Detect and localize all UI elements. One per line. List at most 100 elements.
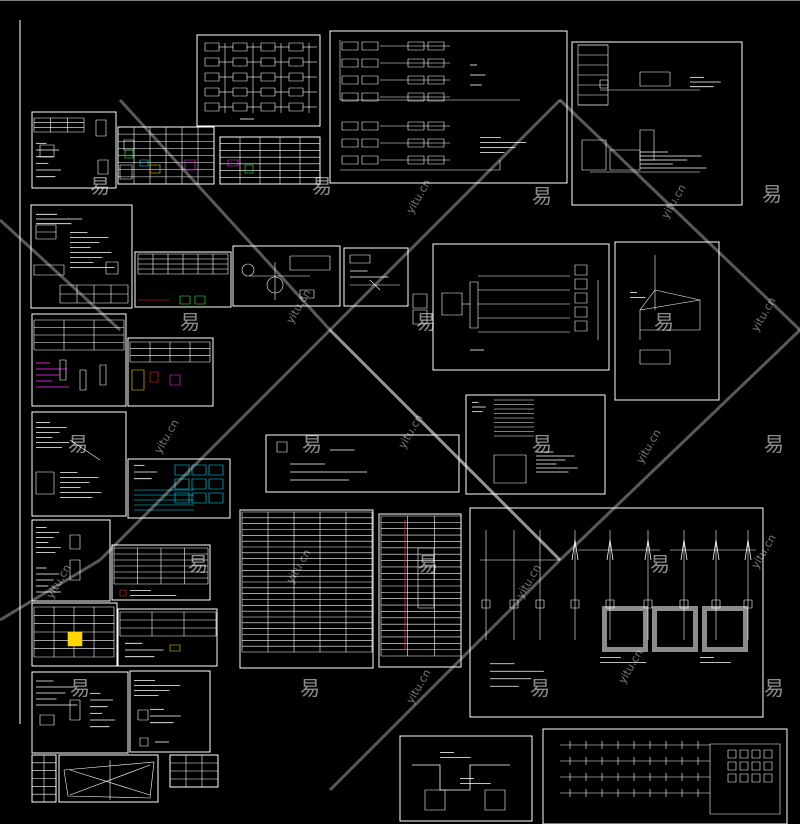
antenna-diagram	[615, 242, 719, 400]
symbol-box	[150, 372, 158, 382]
symbol-box	[40, 715, 54, 725]
symbol-box	[582, 140, 606, 170]
watermark-diagonals	[0, 100, 800, 790]
cad-line	[70, 440, 100, 460]
riser-symbol	[681, 540, 687, 560]
symbol-box	[175, 493, 189, 503]
riser-symbol	[607, 540, 613, 560]
symbol-box	[342, 76, 358, 84]
system-diagram	[330, 31, 567, 183]
symbol-box	[644, 600, 652, 608]
symbol-box	[485, 790, 505, 810]
legend-block	[32, 112, 116, 188]
symbol-box	[728, 750, 736, 758]
symbol-box	[728, 762, 736, 770]
symbol-box	[710, 744, 780, 814]
symbol-box	[575, 279, 587, 289]
symbol-table	[118, 609, 217, 666]
symbol-box	[752, 750, 760, 758]
legend-block	[32, 672, 128, 753]
symbol-box	[100, 365, 106, 385]
symbol-box	[209, 465, 223, 475]
symbol-box	[277, 442, 287, 452]
cad-line	[370, 280, 380, 290]
symbol-box	[740, 774, 748, 782]
riser-symbol	[713, 540, 719, 560]
symbol-box	[362, 139, 378, 147]
symbol-box	[752, 774, 760, 782]
symbol-box	[362, 76, 378, 84]
detail-section	[400, 736, 532, 821]
antenna-symbol	[640, 290, 700, 310]
symbol-box	[752, 762, 760, 770]
symbol-box	[192, 493, 206, 503]
symbol-table	[135, 252, 231, 307]
symbol-box	[342, 42, 358, 50]
symbol-box	[245, 165, 253, 173]
symbol-box	[640, 350, 670, 364]
legend-block	[32, 520, 110, 601]
riser-symbol	[645, 540, 651, 560]
symbol-box	[413, 294, 427, 308]
room-outline	[64, 762, 154, 798]
symbol-table	[128, 338, 213, 406]
wiring-diagram	[572, 42, 742, 205]
riser-elevation	[470, 508, 763, 717]
symbol-box	[36, 472, 54, 494]
symbol-box	[350, 255, 370, 263]
symbol-box	[175, 479, 189, 489]
symbol-box	[482, 600, 490, 608]
distribution-diagram	[433, 244, 609, 370]
symbol-box	[120, 165, 132, 179]
symbol-box	[192, 479, 206, 489]
symbol-box	[494, 455, 526, 483]
sheet-border	[0, 0, 800, 724]
symbol-box	[209, 479, 223, 489]
legend-block	[32, 314, 126, 406]
symbol-table	[32, 603, 117, 666]
legend-block	[130, 671, 210, 752]
symbol-box	[764, 750, 772, 758]
symbol-box	[342, 139, 358, 147]
symbol-box	[70, 560, 80, 580]
symbol-circle	[241, 263, 255, 277]
symbol-box	[342, 156, 358, 164]
symbol-box	[413, 310, 427, 324]
symbol-box	[195, 296, 205, 304]
symbol-box	[342, 59, 358, 67]
symbol-box	[138, 710, 148, 720]
symbol-box	[98, 160, 108, 174]
legend-block	[32, 412, 126, 516]
symbol-box	[106, 262, 118, 274]
symbol-box	[575, 293, 587, 303]
symbol-box	[125, 150, 133, 158]
symbol-box	[300, 290, 314, 298]
symbol-box	[744, 600, 752, 608]
symbol-box	[120, 590, 126, 596]
symbol-box	[575, 265, 587, 275]
symbol-box	[180, 296, 190, 304]
color-table	[128, 459, 230, 518]
symbol-box	[362, 59, 378, 67]
symbol-box	[764, 762, 772, 770]
symbol-box	[34, 265, 64, 275]
note-box	[466, 395, 605, 494]
symbol-box	[362, 42, 378, 50]
circuit-diagram	[344, 248, 408, 306]
symbol-box	[536, 600, 544, 608]
symbol-box	[70, 535, 80, 549]
symbol-box	[290, 256, 330, 270]
wiring-panel	[543, 729, 787, 824]
symbol-box	[640, 72, 670, 86]
symbol-box	[575, 321, 587, 331]
symbol-table	[112, 545, 210, 600]
room-plan	[59, 755, 158, 802]
symbol-box	[70, 700, 80, 720]
symbol-box	[425, 790, 445, 810]
symbol-box	[170, 645, 180, 651]
symbol-box	[740, 750, 748, 758]
symbol-box	[192, 465, 206, 475]
symbol-box	[740, 762, 748, 770]
symbol-box	[96, 120, 106, 136]
